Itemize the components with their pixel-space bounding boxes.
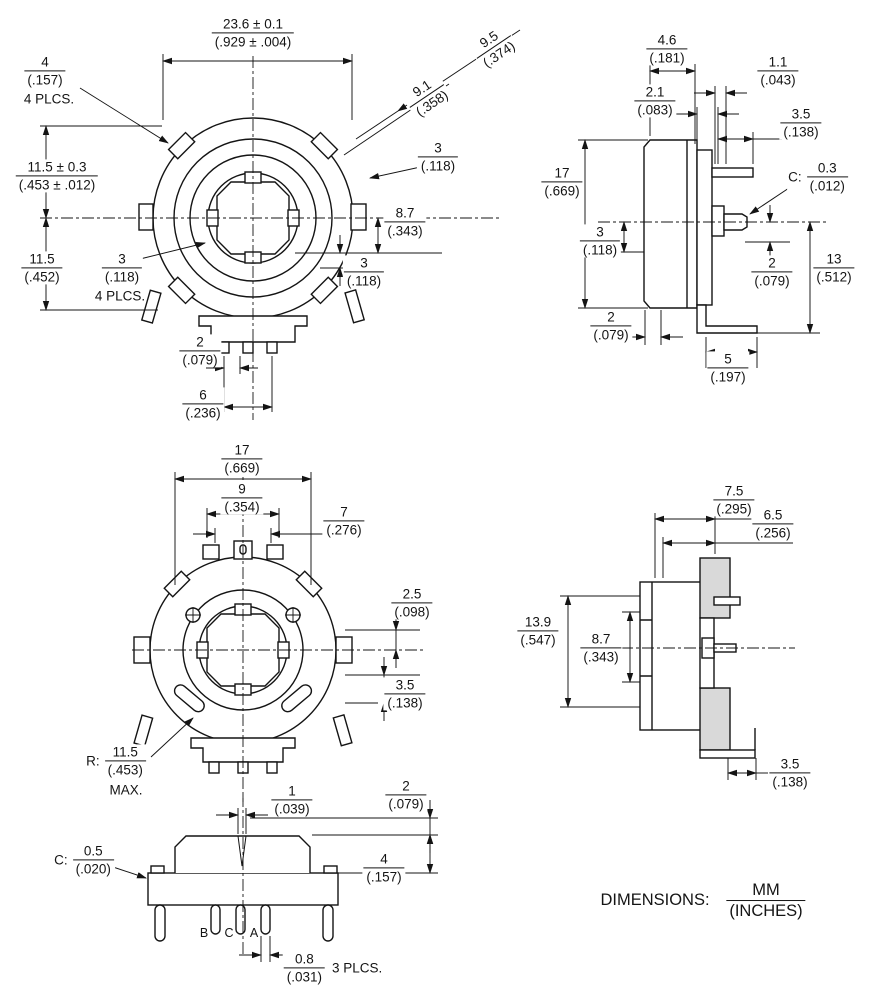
dim-bottom-chamfer-0-5: C:0.5(.020) — [53, 843, 115, 877]
dim-front-2: 2(.079) — [178, 334, 222, 368]
front-view-part — [138, 117, 367, 354]
dim-front-8-7: 8.7(.343) — [383, 205, 427, 239]
pin-label-a: A — [249, 926, 259, 940]
dim-rear-3-5: 3.5(.138) — [383, 677, 427, 711]
dim-rear-9: 9(.354) — [220, 481, 264, 515]
dim-front-3-4plcs-note: 4 PLCS. — [94, 288, 146, 304]
dim-side1-3: 3(.118) — [578, 224, 622, 258]
dim-front-3-top-right: 3(.118) — [416, 140, 460, 174]
dim-side1-17: 17(.669) — [540, 165, 584, 199]
dim-rear-radius-11-5: R:11.5(.453) — [85, 744, 147, 778]
dim-side1-2-1: 2.1(.083) — [633, 84, 677, 118]
dim-front-3-right: 3(.118) — [342, 255, 386, 289]
dim-side2-7-5: 7.5(.295) — [712, 483, 756, 517]
pin-label-b: B — [199, 926, 209, 940]
dim-bottom-1: 1(.039) — [270, 783, 314, 817]
dim-side2-8-7: 8.7(.343) — [579, 631, 623, 665]
dim-side1-3-5: 3.5(.138) — [779, 106, 823, 140]
dim-side1-5: 5(.197) — [706, 351, 750, 385]
side-view-top-part — [643, 139, 758, 334]
dim-front-6: 6(.236) — [181, 387, 225, 421]
dim-front-11-5-bottom: 11.5(.452) — [20, 251, 64, 285]
pin-label-c: C — [224, 926, 234, 940]
side-view-bottom-part — [639, 557, 756, 759]
dim-rear-7: 7(.276) — [322, 504, 366, 538]
dim-side2-6-5: 6.5(.256) — [751, 507, 795, 541]
dim-rear-17: 17(.669) — [220, 442, 264, 476]
dim-side1-1-1: 1.1(.043) — [756, 54, 800, 88]
dim-rear-radius-note: MAX. — [109, 782, 143, 798]
dim-bottom-2: 2(.079) — [384, 778, 428, 812]
dim-front-4: 4(.157) — [23, 54, 67, 88]
dim-side1-2-right: 2(.079) — [750, 255, 794, 289]
dim-bottom-4: 4(.157) — [362, 851, 406, 885]
dim-front-4-note: 4 PLCS. — [23, 91, 75, 107]
dim-front-11-5-top: 11.5 ± 0.3(.453 ± .012) — [14, 159, 100, 193]
dim-rear-2-5: 2.5(.098) — [390, 586, 434, 620]
dim-side1-chamfer-0-3: C:0.3(.012) — [787, 160, 849, 194]
dimensions-label: DIMENSIONS: — [599, 890, 711, 910]
dim-side2-13-9: 13.9(.547) — [516, 614, 560, 648]
units-fraction: MM(INCHES) — [725, 881, 807, 921]
dim-bottom-0-8: 0.8(.031)3 PLCS. — [282, 951, 384, 985]
dim-front-3-4plcs: 3(.118) — [100, 251, 144, 285]
dim-side1-4-6: 4.6(.181) — [645, 32, 689, 66]
dim-side1-13: 13(.512) — [812, 251, 856, 285]
dim-side1-2-bottom: 2(.079) — [589, 309, 633, 343]
dim-side2-3-5: 3.5(.138) — [768, 756, 812, 790]
dim-front-width: 23.6 ± 0.1(.929 ± .004) — [210, 16, 296, 50]
